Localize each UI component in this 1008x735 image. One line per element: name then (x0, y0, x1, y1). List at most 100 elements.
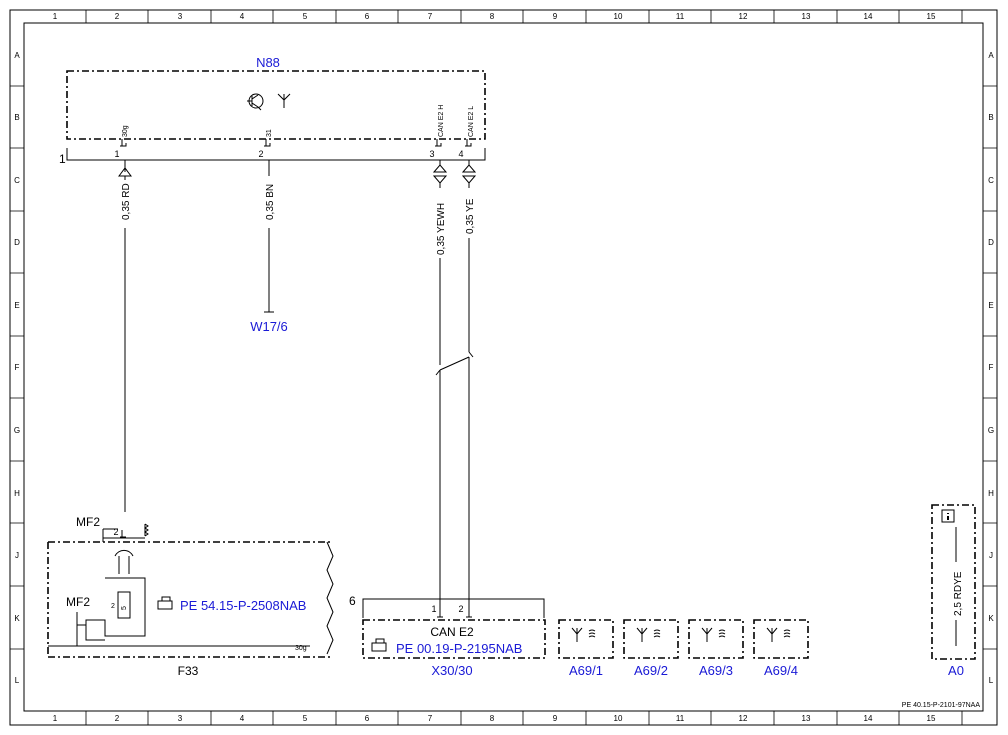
col-label: 8 (490, 12, 495, 21)
col-label: 14 (864, 714, 873, 723)
row-label: E (988, 301, 993, 310)
wire-rd[interactable]: 0,35 RD (118, 160, 132, 512)
f33-ref[interactable]: PE 54.15-P-2508NAB (180, 598, 306, 613)
x30-pin: 2 (458, 604, 463, 614)
f33-fuse-body (85, 577, 146, 641)
col-label: 13 (802, 12, 811, 21)
wire-ye[interactable]: 0,35 YE (439, 160, 477, 610)
hand-pointer-icon (157, 596, 173, 610)
a0-label: A0 (948, 663, 964, 678)
wire-yewh-line (435, 258, 441, 610)
a69-2-module[interactable] (623, 619, 679, 659)
a69-4-module[interactable] (753, 619, 809, 659)
a0-legend[interactable]: 2,5 RDYE (931, 504, 976, 660)
col-label: 14 (864, 12, 873, 21)
pin-name: 30g (122, 125, 129, 137)
pin-num: 3 (429, 149, 434, 159)
col-label: 5 (303, 12, 308, 21)
a69-label: A69/1 (569, 663, 603, 678)
n88-label: N88 (256, 55, 280, 70)
x30-connector[interactable]: 6 1 2 CAN E2 PE 00.19-P-2195NAB (349, 594, 546, 659)
x30-connector-num: 6 (349, 594, 356, 608)
col-label: 4 (240, 714, 245, 723)
wire-bn[interactable]: 0,35 BN (264, 160, 276, 313)
f33-fuse-box[interactable]: MF2 2 2 5 MF2 30g PE 54.15-P-2508NAB (47, 515, 334, 658)
row-label: F (15, 363, 20, 372)
f33-fuse-arc (114, 549, 134, 557)
f33-bus-label: 30g (295, 645, 307, 652)
x30-pin-terminals (437, 610, 472, 618)
col-label: 3 (178, 12, 183, 21)
a69-1-module[interactable] (558, 619, 614, 659)
f33-resistor (103, 523, 149, 539)
inner-frame (23, 22, 984, 712)
f33-top-terminal (120, 530, 126, 538)
wave-icon (653, 629, 661, 638)
mf2-left-label: MF2 (66, 595, 90, 609)
wire-bn-label: 0,35 BN (265, 184, 276, 220)
row-label: D (14, 238, 20, 247)
row-label: K (988, 614, 994, 623)
x30-connector-strip (362, 598, 545, 618)
wire-bn-line (264, 228, 274, 313)
row-label: J (989, 551, 993, 560)
col-label: 13 (802, 714, 811, 723)
row-label: G (14, 426, 20, 435)
f33-top-pin: 2 (113, 527, 118, 537)
col-label: 2 (115, 12, 120, 21)
col-label: 9 (553, 12, 558, 21)
col-label: 5 (303, 714, 308, 723)
row-label: L (15, 676, 20, 685)
n88-box (66, 70, 486, 140)
row-label: B (988, 113, 993, 122)
pin-name: 31 (266, 129, 273, 137)
f33-label: F33 (178, 664, 199, 678)
col-label: 10 (614, 12, 623, 21)
pin-name: CAN E2 L (468, 106, 475, 137)
col-label: 6 (365, 714, 370, 723)
pin-num: 4 (458, 149, 463, 159)
row-label: C (14, 176, 20, 185)
x30-label: X30/30 (431, 663, 472, 678)
mf2-top-label: MF2 (76, 515, 100, 529)
row-label: H (14, 489, 20, 498)
x30-ref[interactable]: PE 00.19-P-2195NAB (396, 641, 522, 656)
a69-3-module[interactable] (688, 619, 744, 659)
col-label: 6 (365, 12, 370, 21)
wire-yewh[interactable]: 0,35 YEWH (432, 160, 448, 610)
row-label: H (988, 489, 994, 498)
a69-label: A69/2 (634, 663, 668, 678)
f33-cut-edge (326, 541, 334, 655)
a0-box (931, 504, 976, 660)
wave-icon (588, 629, 596, 638)
x30-title: CAN E2 (430, 625, 474, 639)
row-label: B (14, 113, 19, 122)
wave-icon (783, 629, 791, 638)
grid-bottom: 1 2 3 4 5 6 7 8 9 10 11 12 13 14 15 (53, 714, 936, 723)
col-label: 12 (739, 12, 748, 21)
transistor-icon (247, 93, 264, 111)
wire-yewh-arrow (432, 160, 448, 188)
wire-rd-label: 0,35 RD (121, 183, 132, 220)
col-label: 15 (927, 12, 936, 21)
footer-doc-id: PE 40.15-P-2101-97NAA (902, 702, 981, 709)
grid-top-ticks (85, 10, 963, 23)
row-label: F (989, 363, 994, 372)
row-label: A (988, 51, 994, 60)
pin-num: 1 (114, 149, 119, 159)
col-label: 2 (115, 714, 120, 723)
row-label: K (14, 614, 20, 623)
grid-top: 1 2 3 4 5 6 7 8 9 10 11 12 13 14 15 (53, 12, 936, 21)
wire-ye-label: 0,35 YE (465, 198, 476, 234)
antenna-icon (277, 93, 291, 108)
row-label: D (988, 238, 994, 247)
wave-icon (718, 629, 726, 638)
col-label: 15 (927, 714, 936, 723)
wire-rd-arrow (118, 160, 132, 180)
outer-frame (9, 9, 998, 726)
a69-box (688, 619, 744, 659)
n88-module[interactable]: N88 30g 31 CAN E2 H CAN E2 L 1 1 2 3 4 (59, 55, 486, 166)
ground-label: W17/6 (250, 319, 288, 334)
row-label: A (14, 51, 20, 60)
